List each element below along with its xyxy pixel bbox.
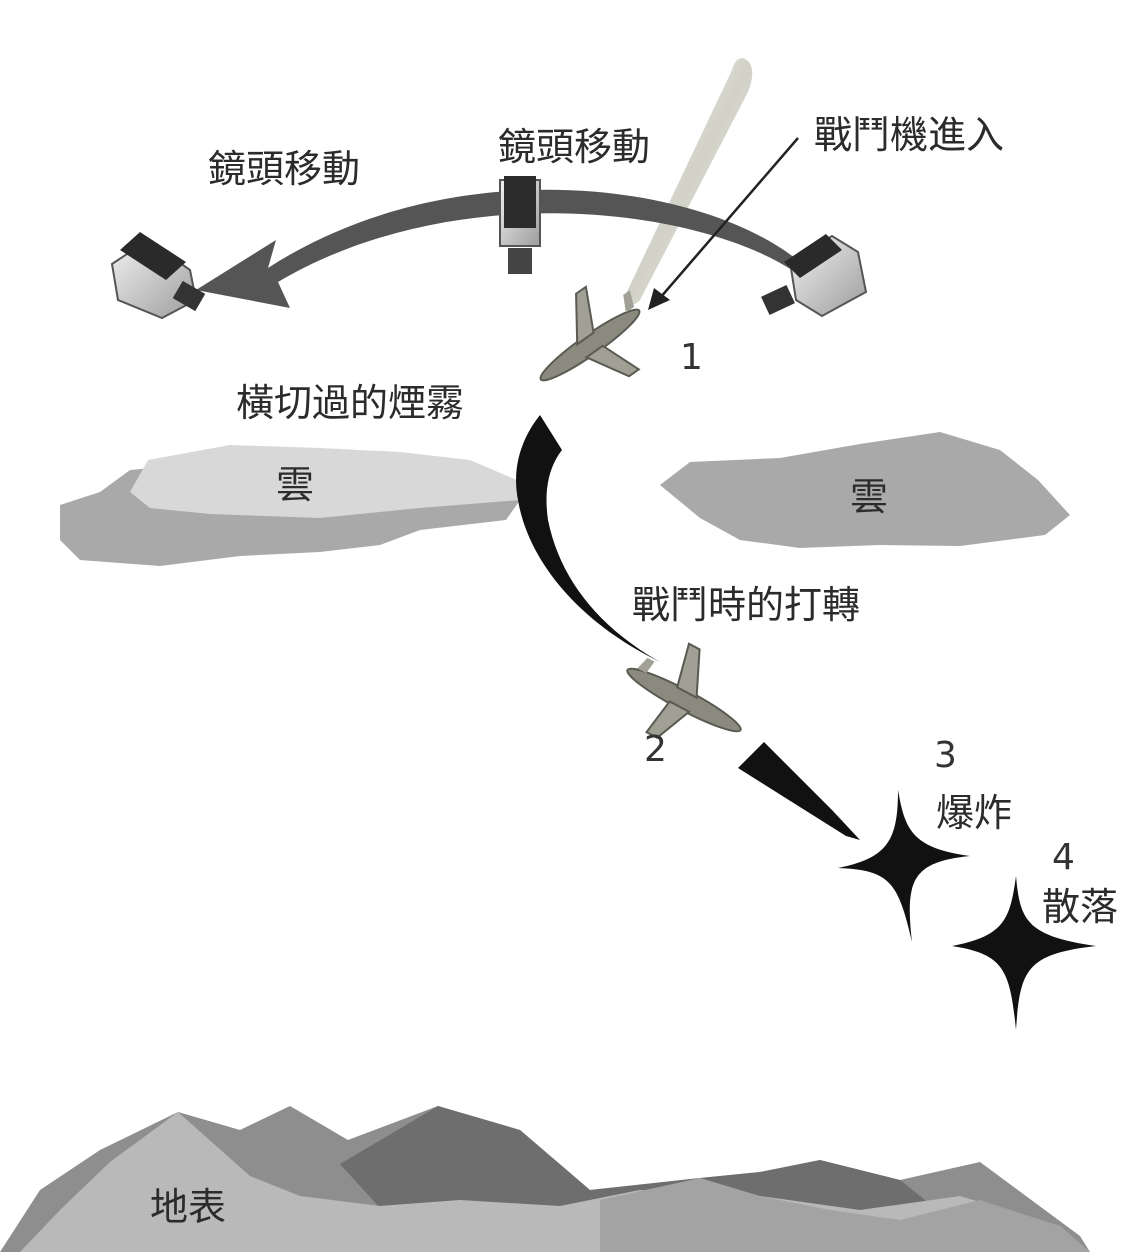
step-2-number: 2 bbox=[644, 729, 667, 770]
step-3-number: 3 bbox=[934, 735, 957, 776]
camera-top-icon bbox=[499, 176, 541, 274]
ground-mountains bbox=[0, 1106, 1090, 1252]
dogfight-path-arrow bbox=[516, 415, 660, 662]
dogfight-turn-label: 戰鬥時的打轉 bbox=[632, 583, 861, 627]
smoke-cross-label: 橫切過的煙霧 bbox=[236, 381, 465, 425]
cloud-right bbox=[660, 432, 1070, 548]
cloud-right-label: 雲 bbox=[850, 475, 889, 519]
fighter-jet-2-icon bbox=[626, 642, 742, 739]
explosion-star-icon bbox=[838, 790, 970, 942]
fighter-enter-label: 戰鬥機進入 bbox=[814, 113, 1005, 157]
camera-arc-arrow bbox=[196, 189, 800, 308]
camera-move-left-label: 鏡頭移動 bbox=[208, 147, 361, 191]
camera-left-icon bbox=[110, 232, 206, 320]
explosion-arrow bbox=[738, 742, 860, 840]
fighter-entry-pointer-head bbox=[648, 288, 670, 310]
fighter-jet-1-icon bbox=[539, 285, 641, 382]
scatter-label: 散落 bbox=[1042, 885, 1119, 929]
cloud-left-label: 雲 bbox=[276, 463, 315, 507]
scatter-star-icon bbox=[952, 876, 1096, 1030]
fighter-entry-pointer bbox=[659, 137, 799, 299]
camera-right-icon bbox=[761, 234, 868, 318]
step-1-number: 1 bbox=[680, 337, 703, 378]
ground-label: 地表 bbox=[150, 1185, 227, 1229]
step-4-number: 4 bbox=[1052, 837, 1075, 878]
smoke-trail bbox=[624, 58, 753, 305]
cloud-left bbox=[130, 445, 540, 518]
explosion-label: 爆炸 bbox=[936, 791, 1013, 835]
camera-move-top-label: 鏡頭移動 bbox=[498, 125, 651, 169]
